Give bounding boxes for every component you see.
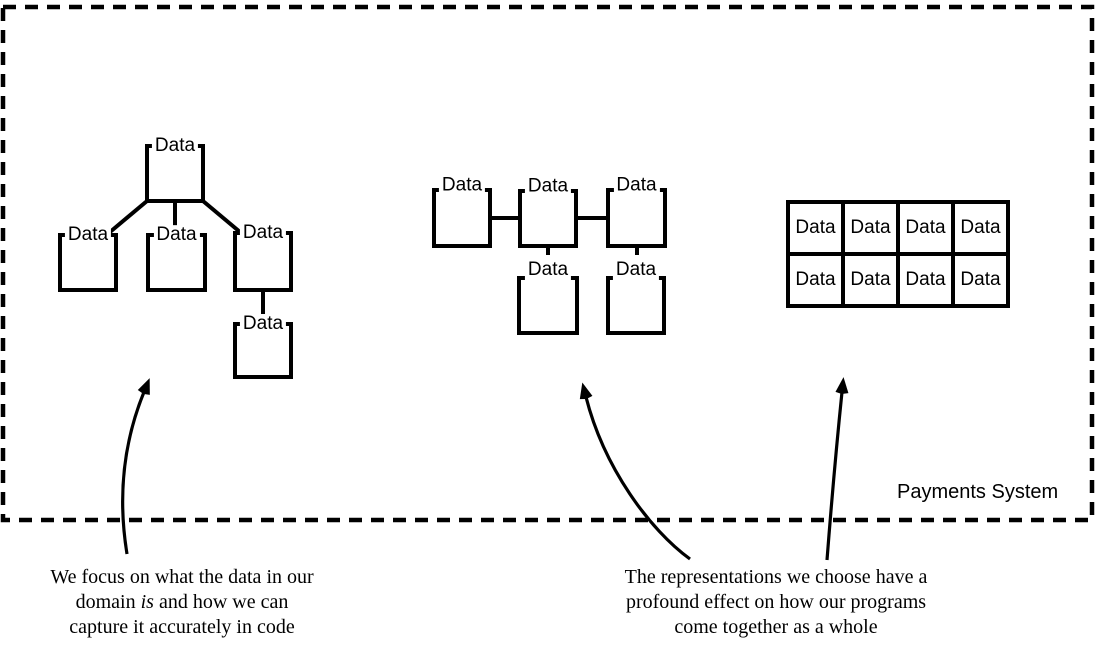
arrow-right: [825, 377, 849, 561]
annotation-right-line3: come together as a whole: [674, 616, 878, 638]
tree-node-child-3: Data: [233, 223, 293, 292]
data-grid-row-2: Data Data Data Data: [786, 252, 1010, 308]
annotation-arrows: [121, 377, 849, 561]
linked-node-4-label: Data: [524, 259, 572, 281]
grid-cell: Data: [896, 200, 955, 256]
arrow-middle: [579, 382, 691, 561]
arrow-left: [121, 378, 150, 555]
linked-node-1: Data: [432, 175, 492, 248]
linked-node-2: Data: [518, 176, 578, 248]
annotation-left: We focus on what the data in our domain …: [32, 565, 332, 640]
linked-node-3-label: Data: [613, 175, 660, 197]
grid-cell: Data: [896, 252, 955, 308]
data-grid: Data Data Data Data Data Data Data Data: [786, 200, 1010, 308]
grid-cell: Data: [951, 200, 1010, 256]
linked-node-5-label: Data: [612, 259, 660, 281]
linked-node-5: Data: [606, 259, 666, 335]
tree-node-child-2-label: Data: [153, 225, 200, 246]
annotation-right: The representations we choose have a pro…: [613, 565, 939, 640]
annotation-right-line2: profound effect on how our programs: [625, 591, 927, 613]
tree-node-child-1: Data: [58, 225, 118, 292]
tree-node-grandchild-label: Data: [239, 314, 287, 335]
grid-cell: Data: [841, 200, 900, 256]
payments-system-label: Payments System: [897, 481, 1059, 503]
grid-cell: Data: [786, 200, 845, 256]
grid-cell: Data: [786, 252, 845, 308]
data-grid-row-1: Data Data Data Data: [786, 200, 1010, 256]
tree-node-child-3-label: Data: [239, 223, 287, 244]
tree-node-grandchild: Data: [233, 314, 293, 379]
linked-node-4: Data: [517, 259, 579, 335]
tree-node-child-1-label: Data: [64, 225, 112, 246]
linked-node-1-label: Data: [438, 175, 486, 197]
grid-cell: Data: [951, 252, 1010, 308]
grid-cell: Data: [841, 252, 900, 308]
annotation-left-line3: capture it accurately in code: [69, 616, 295, 638]
annotation-left-line2: domain is and how we can: [75, 591, 289, 613]
tree-node-root-label: Data: [151, 136, 199, 157]
annotation-right-line1: The representations we choose have a: [624, 566, 928, 588]
tree-node-child-2: Data: [146, 225, 207, 292]
linked-node-3: Data: [606, 175, 667, 248]
payments-system-boundary: [0, 4, 1095, 523]
tree-node-root: Data: [145, 136, 205, 203]
annotation-left-line1: We focus on what the data in our: [50, 566, 314, 588]
linked-node-2-label: Data: [524, 176, 572, 198]
